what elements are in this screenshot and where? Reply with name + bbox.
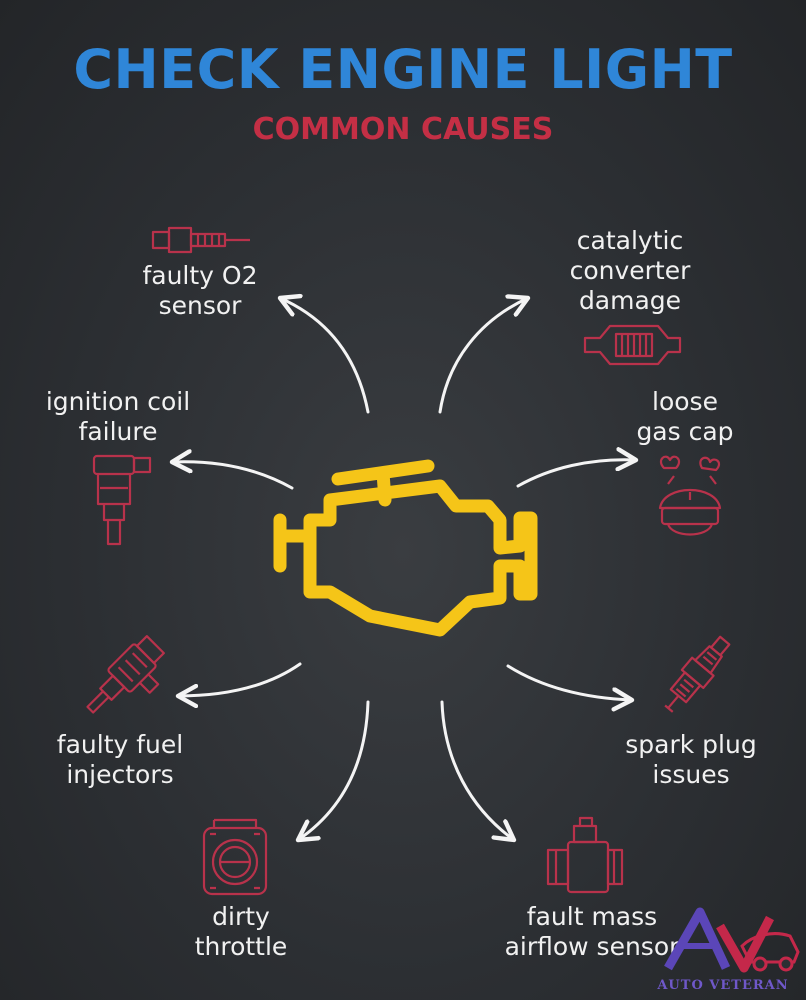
- ignition-coil-icon: [92, 454, 152, 546]
- catalytic-converter-icon: [583, 324, 682, 366]
- arrow-to-gas-cap: [516, 460, 636, 488]
- arrow-to-fuel-injectors: [178, 662, 302, 696]
- arrow-to-catalytic-converter: [438, 298, 528, 414]
- maf-sensor-icon: [546, 816, 624, 894]
- arrow-to-maf-sensor: [440, 700, 514, 840]
- arrow-to-o2-sensor: [280, 298, 370, 414]
- watermark-text: AUTO VETERAN: [657, 978, 789, 993]
- cause-label-o2-sensor: faulty O2 sensor: [142, 261, 258, 320]
- page-subtitle: COMMON CAUSES: [252, 112, 554, 147]
- cause-label-gas-cap: loose gas cap: [636, 387, 734, 446]
- arrow-to-spark-plug: [506, 664, 632, 700]
- throttle-body-icon: [202, 818, 268, 896]
- fuel-injector-icon: [86, 635, 165, 714]
- page-title: CHECK ENGINE LIGHT: [73, 38, 733, 101]
- cause-label-catalytic-converter: catalytic converter damage: [569, 226, 691, 315]
- check-engine-icon: [273, 459, 538, 637]
- auto-veteran-logo: [664, 907, 800, 973]
- cause-label-spark-plug: spark plug issues: [625, 730, 757, 789]
- cause-label-ignition-coil: ignition coil failure: [45, 387, 191, 446]
- arrow-to-throttle: [298, 700, 370, 840]
- o2-sensor-icon: [151, 226, 250, 254]
- spark-plug-icon: [664, 635, 731, 713]
- cause-label-maf-sensor: fault mass airflow sensor: [504, 902, 680, 961]
- gas-cap-icon: [658, 455, 722, 536]
- cause-label-throttle: dirty throttle: [194, 902, 288, 961]
- arrow-to-ignition-coil: [172, 462, 294, 490]
- cause-label-fuel-injectors: faulty fuel injectors: [56, 730, 184, 789]
